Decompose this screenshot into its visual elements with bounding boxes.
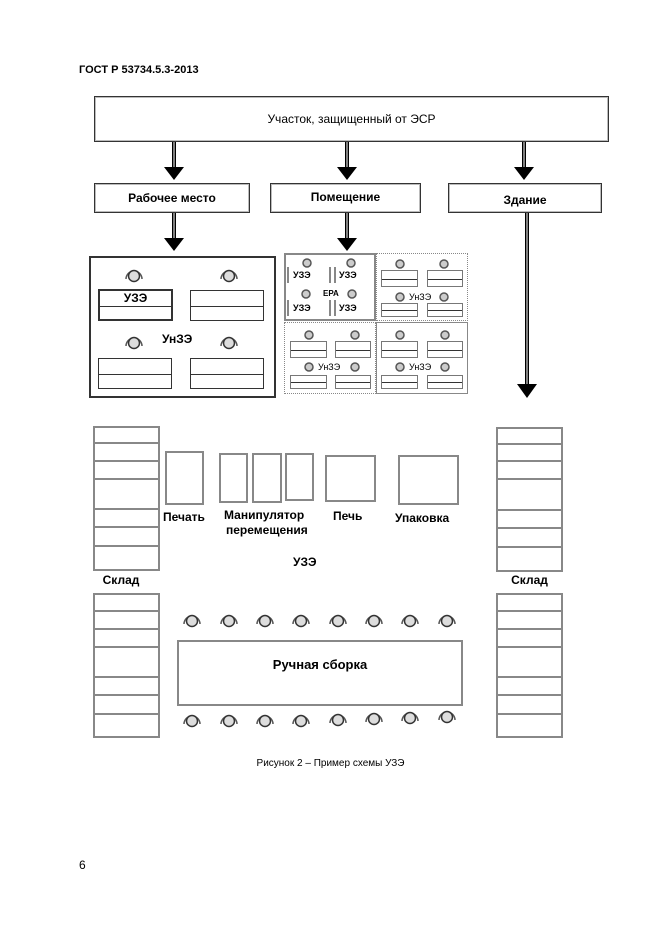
station-label-manipulator-1: Манипулятор	[224, 508, 305, 522]
node-label: Помещение	[310, 190, 381, 204]
epa-zone-label: УЗЭ	[293, 270, 311, 280]
epa-zone-label: УЗЭ	[339, 303, 357, 313]
storage-rack-right-top	[496, 427, 563, 572]
arrow-to-room	[337, 142, 357, 180]
room-table	[381, 341, 418, 358]
station-manipulator	[252, 453, 282, 503]
manual-assembly-bench: Ручная сборка	[177, 640, 463, 706]
station-label-oven: Печь	[333, 509, 363, 523]
arrow-to-workplace	[164, 142, 184, 180]
node-building: Здание	[448, 183, 602, 213]
room-table	[427, 270, 463, 287]
manual-assembly-label: Ручная сборка	[272, 656, 368, 672]
bracket	[334, 267, 376, 283]
arrow-building-plan	[517, 213, 537, 398]
grounding-label: УнЗЭ	[409, 292, 432, 302]
esd-zone-label: УЗЭ	[123, 291, 148, 305]
node-label: Участок, защищенный от ЭСР	[267, 112, 436, 126]
grounding-label: УнЗЭ	[409, 362, 432, 372]
node-room: Помещение	[270, 183, 421, 213]
document-header: ГОСТ Р 53734.5.3-2013	[79, 64, 199, 76]
storage-label-right: Склад	[511, 573, 548, 587]
room-section	[376, 253, 468, 321]
building-zone-label: УЗЭ	[293, 555, 317, 569]
storage-label-left: Склад	[102, 573, 140, 587]
arrow-room-panel	[337, 213, 357, 251]
bracket	[334, 300, 376, 316]
room-table	[427, 375, 463, 389]
station-label-manipulator-2: перемещения	[226, 523, 308, 537]
station-oven	[325, 455, 376, 502]
assembly-knobs-top	[183, 614, 456, 628]
figure-caption: Рисунок 2 – Пример схемы УЗЭ	[256, 758, 405, 769]
epa-area	[284, 253, 376, 321]
arrow-to-building	[514, 142, 534, 180]
bracket	[287, 300, 331, 316]
workstation-table	[190, 290, 264, 321]
storage-rack-right-bottom	[496, 593, 563, 738]
room-table	[381, 303, 418, 317]
room-section	[376, 322, 468, 394]
station-label-packing: Упаковка	[395, 511, 450, 525]
storage-rack-left-bottom	[93, 593, 160, 738]
epa-zone-label: УЗЭ	[339, 270, 357, 280]
node-workplace: Рабочее место	[94, 183, 250, 213]
room-table	[381, 375, 418, 389]
room-table	[381, 270, 418, 287]
assembly-knobs-bottom	[183, 710, 456, 728]
room-table	[427, 303, 463, 317]
room-table	[335, 341, 371, 358]
workstation-table	[190, 358, 264, 389]
room-table	[290, 341, 327, 358]
storage-rack-left-top	[93, 426, 160, 571]
node-label: Здание	[503, 193, 547, 207]
station-label-printing: Печать	[163, 510, 205, 524]
station-printing	[165, 451, 204, 505]
station-manipulator	[285, 453, 314, 501]
grounding-label: УнЗЭ	[318, 362, 341, 372]
station-manipulator	[219, 453, 248, 503]
page-number: 6	[79, 858, 86, 872]
workplace-panel	[89, 256, 276, 398]
arrow-workplace-panel	[164, 213, 184, 251]
node-esd-protected-area: Участок, защищенный от ЭСР	[94, 96, 609, 142]
workstation-table	[98, 358, 172, 389]
room-section	[284, 322, 376, 394]
station-packing	[398, 455, 459, 505]
epa-zone-label: УЗЭ	[293, 303, 311, 313]
node-label: Рабочее место	[128, 191, 216, 205]
bracket	[287, 267, 331, 283]
room-table	[290, 375, 327, 389]
room-table	[427, 341, 463, 358]
grounding-label: УнЗЭ	[162, 332, 193, 346]
workstation-table	[98, 289, 173, 321]
epa-label: ЕРА	[323, 289, 339, 298]
room-table	[335, 375, 371, 389]
